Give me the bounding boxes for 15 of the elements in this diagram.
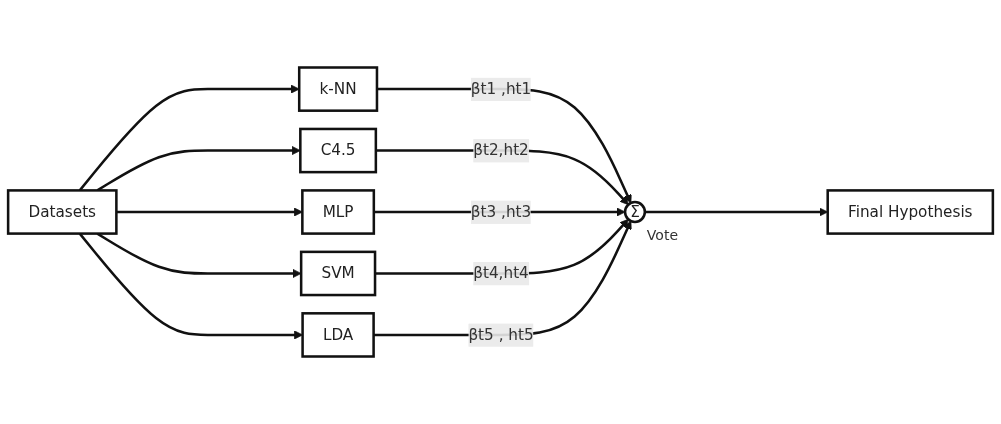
edge-label: βt3 ,ht3 — [470, 202, 532, 221]
edge-label: βt5 , ht5 — [468, 325, 534, 344]
edge-label: βt1 ,ht1 — [470, 79, 532, 98]
edge-label: βt2,ht2 — [473, 141, 529, 160]
arrow — [116, 207, 303, 217]
node-box: Final Hypothesis — [826, 189, 995, 235]
node-box: MLP — [301, 189, 376, 235]
node-circle: Σ — [623, 200, 647, 224]
node-box: k-NN — [297, 66, 379, 112]
node-box: LDA — [301, 312, 375, 358]
node-box: SVM — [299, 250, 377, 297]
node-box: Datasets — [6, 189, 118, 235]
node-caption: Vote — [646, 227, 678, 244]
edge-label: βt4,ht4 — [473, 264, 529, 283]
node-box: C4.5 — [299, 127, 378, 174]
